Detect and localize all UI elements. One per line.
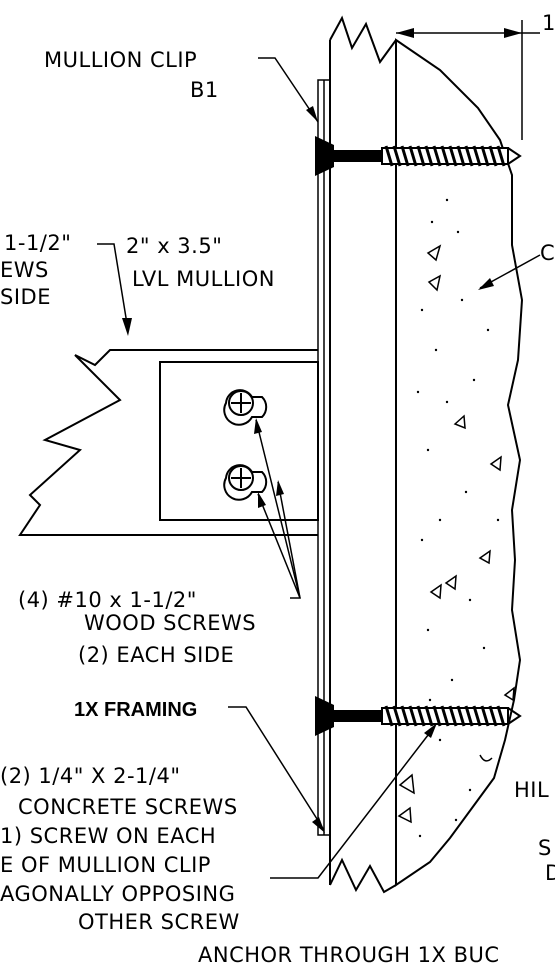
concrete-aggregate [397,198,515,838]
label-wood-screws-2: WOOD SCREWS [84,611,256,635]
label-mullion-clip-id: B1 [190,78,219,102]
label-wood-screws-3: (2) EACH SIDE [78,643,234,667]
wood-screw-lower-icon [223,464,268,501]
label-right-fragment-s: S [538,836,552,860]
label-mullion-clip: MULLION CLIP [44,48,197,72]
label-left-fragment-1: 1-1/2" [4,231,71,255]
label-concrete-screws-1: (2) 1/4" X 2-1/4" [0,764,181,788]
label-wood-screws-1: (4) #10 x 1-1/2" [18,588,197,612]
label-concrete-screws-5: AGONALLY OPPOSING [0,882,235,906]
label-left-fragment-3: SIDE [0,285,51,309]
label-concrete-screws-3: 1) SCREW ON EACH [0,824,216,848]
label-dimension-fragment: 1 [542,11,555,35]
wood-screw-upper-icon [223,389,268,426]
label-1x-framing: 1X FRAMING [74,699,197,721]
embedment-dimension [396,20,540,140]
concrete-screw-lower-icon [315,696,522,736]
concrete-screw-upper-icon [315,136,522,176]
label-right-fragment-hil: HIL [514,778,549,802]
label-bottom-fragment: ANCHOR THROUGH 1X BUC [198,943,500,964]
label-concrete-screws-2: CONCRETE SCREWS [18,795,238,819]
label-right-fragment-c: C [540,241,555,265]
label-right-fragment-d: D [545,861,555,885]
label-left-fragment-2: EWS [0,258,49,282]
concrete-substrate [395,38,524,887]
lvl-mullion [18,349,319,536]
label-lvl-size: 2" x 3.5" [126,234,222,258]
label-lvl-mullion: LVL MULLION [132,267,275,291]
label-concrete-screws-4: E OF MULLION CLIP [0,853,211,877]
label-concrete-screws-6: OTHER SCREW [78,910,240,934]
leader-lines [97,57,541,879]
